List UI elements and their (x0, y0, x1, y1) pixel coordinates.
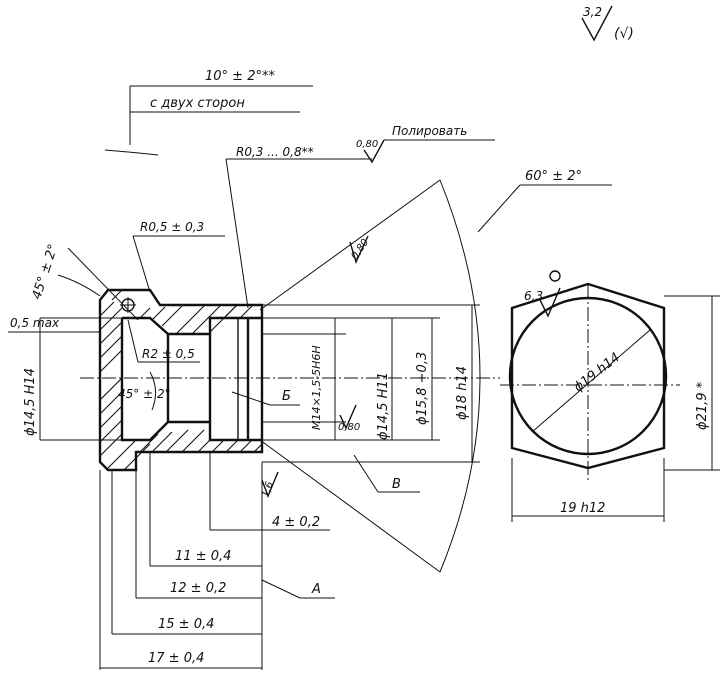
dia-14-5-h11-text: ϕ14,5 H11 (376, 372, 391, 440)
hex-roughness-text: 6,3 (524, 289, 543, 303)
dia-15-8-text: ϕ15,8 +0,3 (415, 352, 430, 425)
inner-radius-text: R2 ± 0,5 (142, 347, 195, 361)
fillet-roughness-text: 0,80 (356, 139, 378, 150)
label-b: Б (231, 389, 300, 406)
section-hatch-top (99, 289, 254, 373)
section-hatch-bottom (99, 377, 263, 471)
general-roughness-symbol: 3,2 (√) (581, 5, 634, 42)
hex-dia-19-text: ϕ19 h14 (571, 350, 623, 395)
general-roughness-value: 3,2 (583, 5, 602, 19)
label-v-text: В (392, 477, 401, 492)
dim-17-text: 17 ± 0,4 (148, 651, 204, 666)
general-roughness-paren: (√) (614, 26, 634, 42)
hex-width-text: 19 h12 (560, 501, 605, 516)
thread-note-text: M14×1,5-5H6H (310, 345, 323, 430)
cone-roughness-text: 0,80 (349, 237, 371, 262)
dim-12-text: 12 ± 0,2 (170, 581, 226, 596)
bore-diameters: M14×1,5-5H6H 0,80 ϕ14,5 H11 ϕ15,8 +0,3 ϕ… (310, 305, 473, 462)
chamfer-angle-text: 10° ± 2°** (205, 69, 275, 84)
chamfer-angle-callout: 10° ± 2°** с двух сторон (104, 69, 313, 156)
label-a-text: А (311, 582, 321, 597)
cone-angle-text: 60° ± 2° (525, 169, 582, 184)
hex-dia-21-9-text: ϕ21,9 * (695, 381, 710, 430)
polish-text: Полировать (392, 124, 467, 138)
bottom-dimensions: 4 ± 0,2 11 ± 0,4 12 ± 0,2 А 15 ± 0,4 17 … (100, 452, 335, 670)
dim-11-text: 11 ± 0,4 (175, 549, 231, 564)
hex-end-view: 6,3 ϕ19 h14 ϕ21,9 * 19 h12 (500, 270, 720, 522)
dim-4-text: 4 ± 0,2 (272, 515, 320, 530)
chamfer-angle-left-text: 45° ± 2° (30, 242, 62, 301)
label-v: В (353, 454, 420, 493)
part-section-view (80, 288, 500, 472)
dia-14-5-h14-text: ϕ14,5 H14 (23, 368, 38, 436)
dim-0-5max-text: 0,5 max (10, 316, 60, 330)
left-dimensions: ϕ14,5 H14 0,5 max (8, 316, 122, 670)
fillet-callout: R0,3 ... 0,8** 0,80 Полировать (225, 124, 495, 309)
chamfer-radius-text: R0,5 ± 0,3 (140, 220, 204, 234)
inner-angle-text: 45° ± 2° (118, 387, 171, 401)
both-sides-text: с двух сторон (150, 96, 245, 111)
cone-roughness: 0,80 (349, 235, 371, 264)
dim-15-text: 15 ± 0,4 (158, 617, 214, 632)
dia-18-h14-text: ϕ18 h14 (455, 366, 470, 420)
roughness-1-6: 1,6 (260, 471, 279, 499)
bore-roughness-text: 0,80 (338, 422, 360, 433)
fillet-radius-text: R0,3 ... 0,8** (236, 145, 314, 159)
roughness-1-6-text: 1,6 (260, 480, 275, 499)
label-b-text: Б (282, 389, 291, 404)
